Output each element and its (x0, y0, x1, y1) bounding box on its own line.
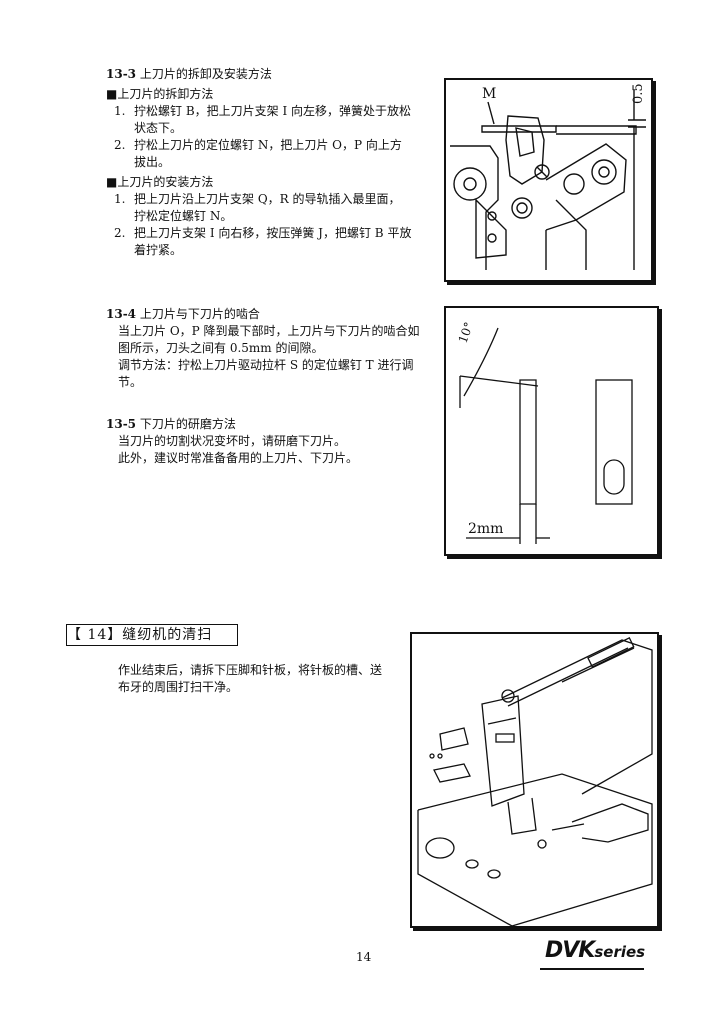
body-line: 当刀片的切割状况变坏时，请研磨下刀片。 (118, 434, 347, 448)
section-13-5-number: 13-5 (106, 417, 137, 431)
section-14-title: 【 14】缝纫机的清扫 (66, 624, 238, 646)
section-13-4-heading: 13-4 上刀片与下刀片的啮合 (106, 306, 260, 322)
label-m: M (482, 86, 496, 102)
brand-logo: DVKseries (545, 938, 645, 963)
upper-knife-figure: M 0.5 (444, 78, 653, 282)
brand-underline (540, 968, 644, 970)
body-line: 布牙的周围打扫干净。 (118, 680, 239, 694)
sewing-machine-drawing (417, 636, 653, 926)
install-method-heading: ■上刀片的安装方法 (106, 175, 214, 189)
remove-step: 1. 拧松螺钉 B，把上刀片支架 I 向左移，弹簧处于放松 状态下。 (114, 104, 412, 135)
machine-cleaning-figure (410, 632, 659, 928)
remove-method-heading: ■上刀片的拆卸方法 (106, 87, 214, 101)
section-13-5-title: 下刀片的研磨方法 (139, 417, 236, 431)
section-13-3-heading: 13-3 上刀片的拆卸及安装方法 (106, 66, 272, 82)
section-13-4-body: 当上刀片 O，P 降到最下部时，上刀片与下刀片的啮合如 图所示，刀头之间有 0.… (118, 323, 440, 391)
section-13-4-number: 13-4 (106, 307, 137, 321)
install-step: 2. 把上刀片支架 I 向右移，按压弹簧 J，把螺钉 B 平放 着拧紧。 (114, 226, 412, 257)
body-line: 作业结束后，请拆下压脚和针板，将针板的槽、送 (118, 663, 383, 677)
page-number: 14 (356, 950, 372, 964)
label-width: 2mm (468, 521, 503, 537)
remove-step: 2. 拧松上刀片的定位螺钉 N，把上刀片 O，P 向上方 拔出。 (114, 138, 402, 169)
remove-steps-list: 1. 拧松螺钉 B，把上刀片支架 I 向左移，弹簧处于放松 状态下。 2. 拧松… (106, 103, 442, 171)
upper-knife-drawing: M 0.5 (450, 83, 646, 270)
lower-knife-figure: 10° 2mm (444, 306, 659, 556)
body-line: 图所示，刀头之间有 0.5mm 的间隙。 (118, 341, 324, 355)
body-line: 当上刀片 O，P 降到最下部时，上刀片与下刀片的啮合如 (118, 324, 420, 338)
label-angle: 10° (456, 320, 476, 345)
body-line: 节。 (118, 375, 143, 389)
install-steps-list: 1. 把上刀片沿上刀片支架 Q，R 的导轨插入最里面， 拧松定位螺钉 N。 2.… (106, 191, 442, 259)
section-13-5-heading: 13-5 下刀片的研磨方法 (106, 416, 236, 432)
lower-knife-drawing: 10° 2mm (456, 320, 633, 544)
section-14-body: 作业结束后，请拆下压脚和针板，将针板的槽、送 布牙的周围打扫干净。 (118, 662, 408, 696)
brand-suffix: series (594, 943, 646, 961)
brand-name: DVK (545, 938, 595, 963)
body-line: 此外，建议时常准备备用的上刀片、下刀片。 (118, 451, 359, 465)
section-13-5-body: 当刀片的切割状况变坏时，请研磨下刀片。 此外，建议时常准备备用的上刀片、下刀片。 (118, 433, 440, 467)
install-step: 1. 把上刀片沿上刀片支架 Q，R 的导轨插入最里面， 拧松定位螺钉 N。 (114, 192, 401, 223)
section-13-3-number: 13-3 (106, 67, 137, 81)
section-13-3-title: 上刀片的拆卸及安装方法 (139, 67, 272, 81)
label-gap: 0.5 (631, 83, 646, 104)
body-line: 调节方法：拧松上刀片驱动拉杆 S 的定位螺钉 T 进行调 (118, 358, 414, 372)
section-13-4-title: 上刀片与下刀片的啮合 (139, 307, 260, 321)
